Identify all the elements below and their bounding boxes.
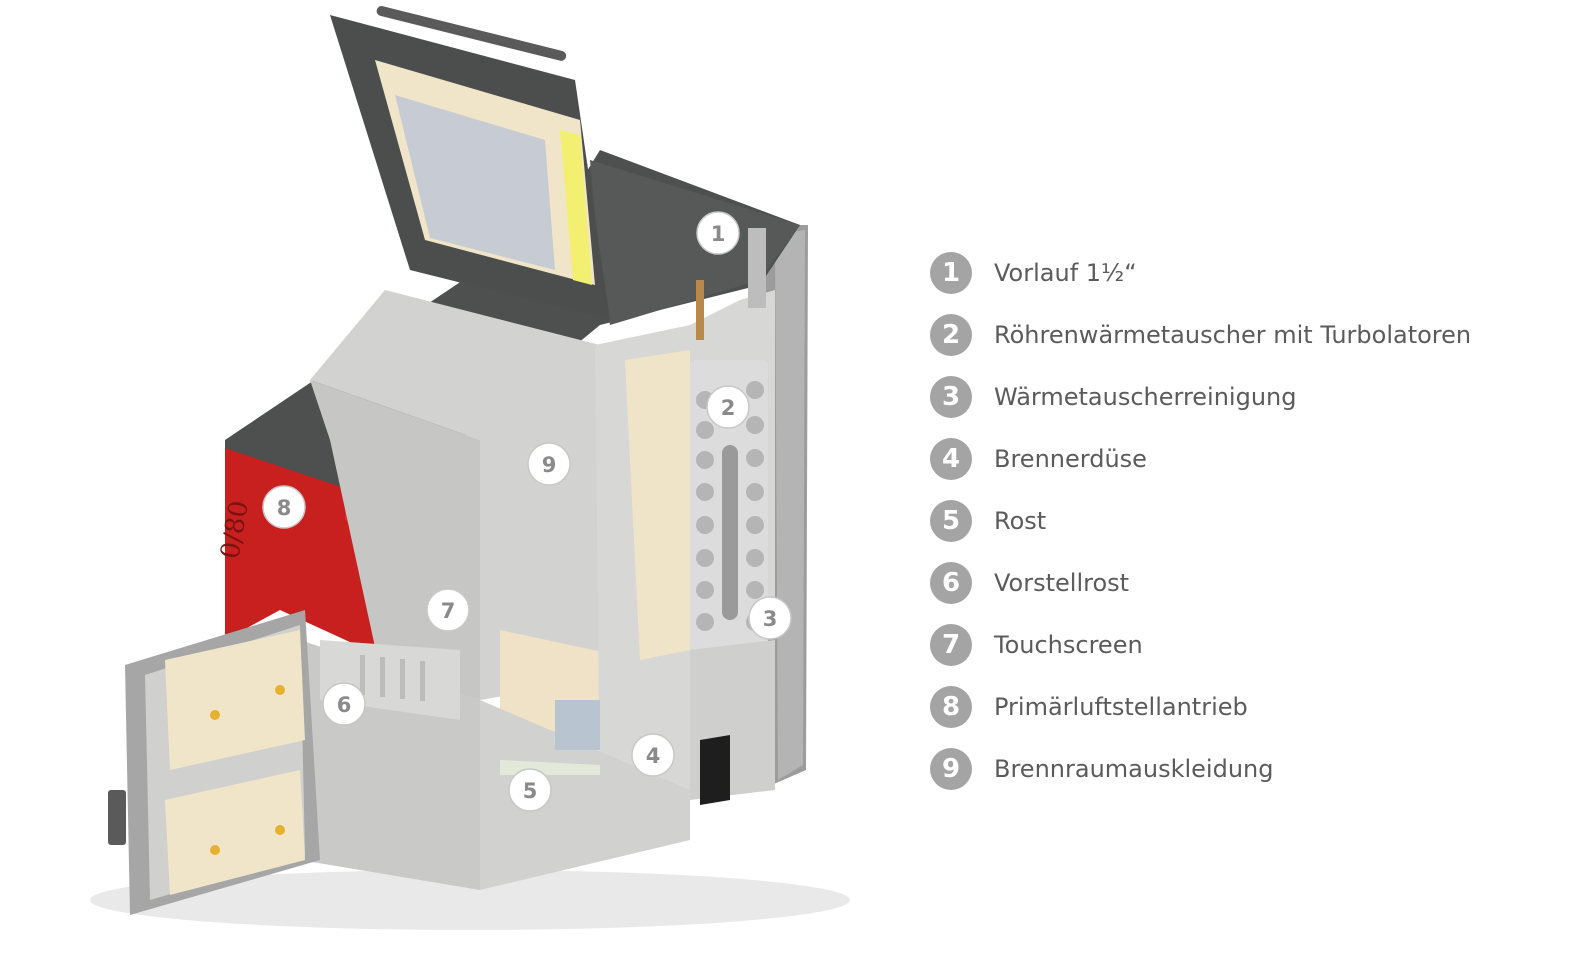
front-grate-slots [360,655,425,701]
legend-item: 9 Brennraumauskleidung [930,738,1570,800]
component-legend: 1 Vorlauf 1½“ 2 Röhrenwärmetauscher mit … [930,242,1570,800]
chamber-back-wall [310,290,600,700]
legend-badge: 1 [930,252,972,294]
callout-2-label: 2 [721,396,736,420]
legend-label: Vorlauf 1½“ [994,259,1137,287]
door-marker [210,710,220,720]
callout-2: 2 [706,385,750,429]
lid-yellow-strip [560,130,592,285]
lid-inner-plate [395,95,555,270]
callout-1-label: 1 [711,222,726,246]
ash-slot [700,735,730,805]
legend-item: 3 Wärmetauscherreinigung [930,366,1570,428]
heat-exchanger-cleaning-rod [722,445,738,620]
callout-4: 4 [631,733,675,777]
legend-item: 1 Vorlauf 1½“ [930,242,1570,304]
legend-label: Rost [994,507,1047,535]
callout-7-label: 7 [441,599,456,623]
callout-6: 6 [322,682,366,726]
door-marker [275,825,285,835]
callout-7: 7 [426,588,470,632]
legend-badge: 2 [930,314,972,356]
legend-badge: 3 [930,376,972,418]
legend-badge: 6 [930,562,972,604]
legend-badge: 4 [930,438,972,480]
legend-badge: 5 [930,500,972,542]
legend-item: 5 Rost [930,490,1570,552]
callout-5: 5 [508,768,552,812]
flow-pipe [748,228,766,308]
door-marker [275,685,285,695]
heat-exchanger-insulation [625,350,690,660]
door-marker [210,845,220,855]
door-insulation-bottom [165,770,305,895]
callout-5-label: 5 [523,779,538,803]
legend-badge: 7 [930,624,972,666]
legend-label: Wärmetauscherreinigung [994,383,1297,411]
lid-handle [376,6,567,61]
callout-9-label: 9 [542,453,557,477]
legend-label: Brennerdüse [994,445,1147,473]
callout-1: 1 [696,211,740,255]
legend-item: 6 Vorstellrost [930,552,1570,614]
door-handle [108,790,126,845]
legend-badge: 9 [930,748,972,790]
legend-label: Röhrenwärmetauscher mit Turbolatoren [994,321,1472,349]
callout-9: 9 [527,442,571,486]
ground-shadow [90,870,850,930]
callout-4-label: 4 [646,744,661,768]
legend-item: 4 Brennerdüse [930,428,1570,490]
legend-item: 2 Röhrenwärmetauscher mit Turbolatoren [930,304,1570,366]
callout-8-label: 8 [277,496,292,520]
legend-item: 8 Primärluftstellantrieb [930,676,1570,738]
legend-label: Vorstellrost [994,569,1130,597]
legend-badge: 8 [930,686,972,728]
legend-item: 7 Touchscreen [930,614,1570,676]
heat-exchanger-tubes [696,381,764,631]
rear-panel-face [775,230,805,780]
callout-3-label: 3 [763,607,778,631]
base-right [480,700,690,890]
door-insulation-top [165,630,305,770]
callout-8: 8 [262,485,306,529]
legend-label: Primärluftstellantrieb [994,693,1248,721]
top-cover-right [590,160,800,325]
legend-label: Touchscreen [994,631,1143,659]
legend-label: Brennraumauskleidung [994,755,1274,783]
callout-3: 3 [748,596,792,640]
boiler-cutaway-illustration: 0/80 [90,6,850,930]
burner-nozzle [555,700,600,750]
callout-6-label: 6 [337,693,352,717]
sensor-rod [696,280,704,340]
